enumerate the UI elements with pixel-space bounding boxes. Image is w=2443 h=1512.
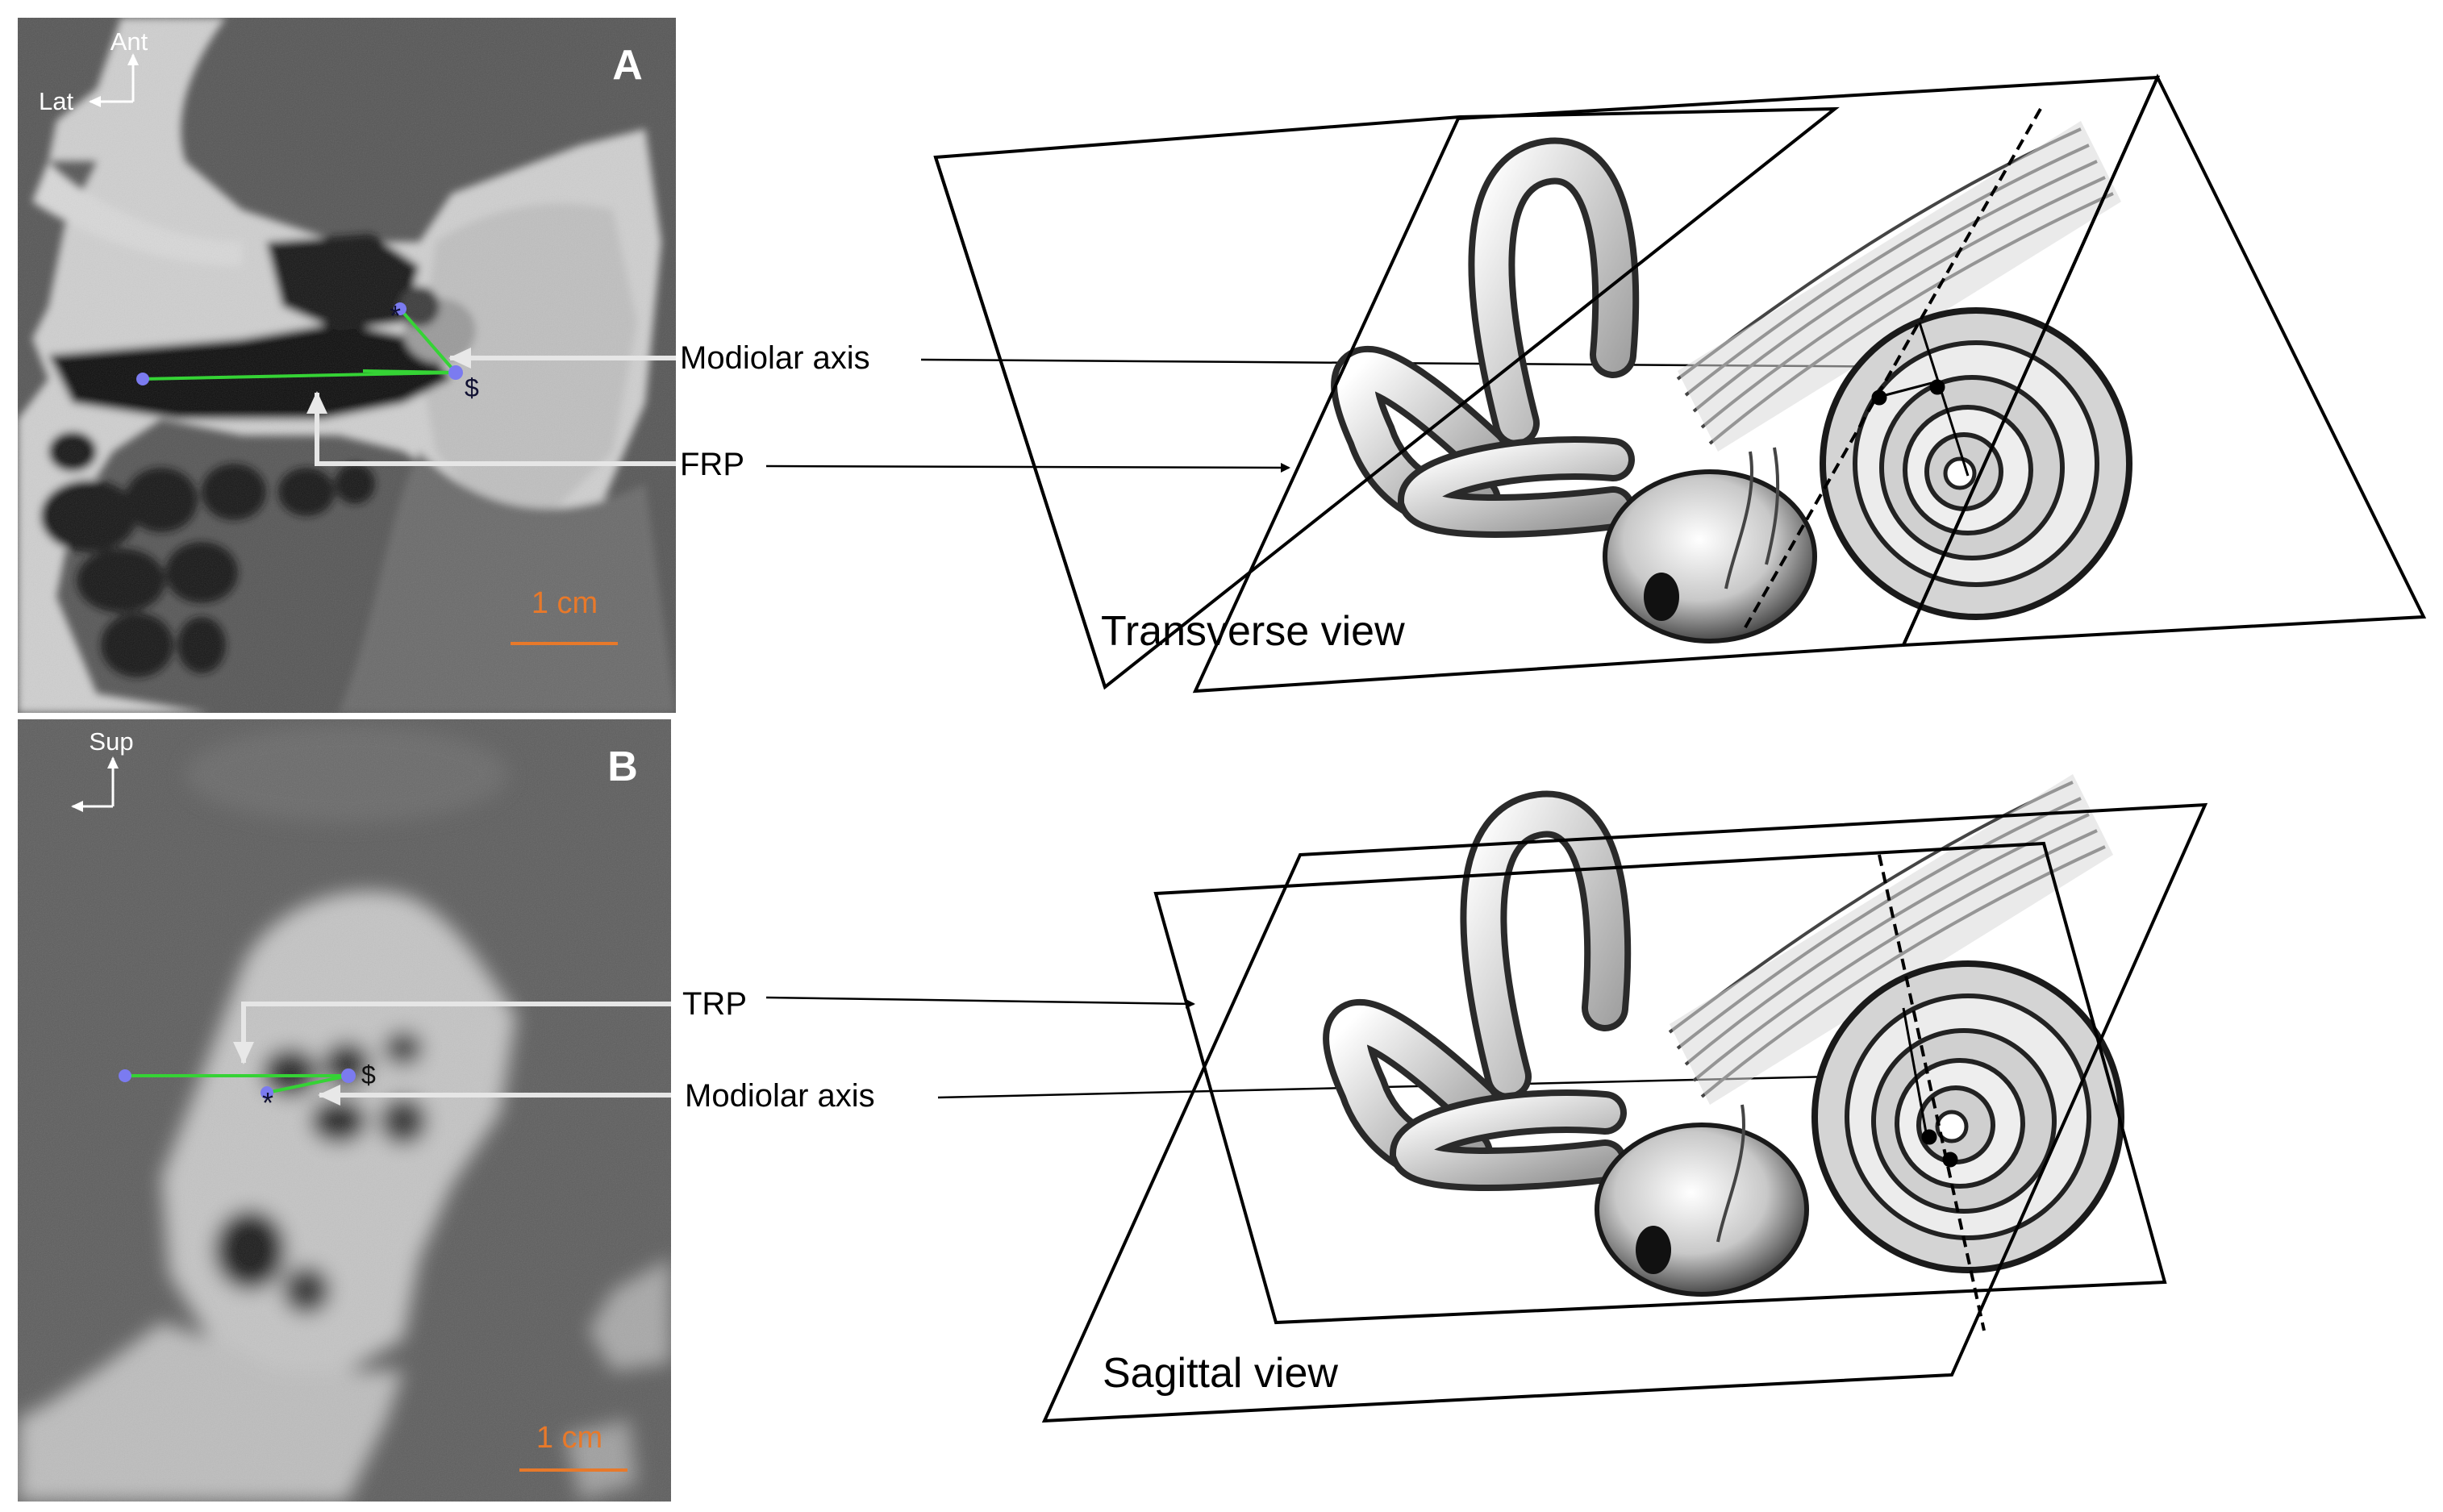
landmark-dot: [136, 373, 149, 385]
ct-panel-a: * $ Ant Lat A 1 cm: [18, 18, 676, 713]
scale-bar-label: 1 cm: [532, 586, 598, 620]
scale-bar-a: 1 cm: [511, 586, 618, 645]
landmark-star-label: *: [262, 1086, 273, 1119]
label-modiolar-axis-bottom: Modiolar axis: [685, 1078, 875, 1114]
sagittal-view-label: Sagittal view: [1103, 1350, 1338, 1397]
inner-ear-illustration-top: [1331, 121, 2132, 644]
trp-arrow-b: [233, 1002, 671, 1064]
orientation-indicator-a: Ant Lat: [39, 27, 148, 115]
scale-bar-label: 1 cm: [536, 1421, 602, 1455]
panel-letter-b: B: [607, 744, 638, 790]
ct-noise-b: [18, 719, 671, 1502]
landmark-dot: [341, 1068, 356, 1083]
inner-ear-illustration-bottom: [1323, 774, 2124, 1297]
ct-callout-arrows: [233, 348, 676, 1106]
vestibule: [1603, 469, 1817, 644]
transverse-plane: [933, 73, 2427, 694]
plane-outline-side: [1900, 73, 2427, 648]
cochlea-spiral: [1820, 307, 2132, 620]
scale-bar-b: 1 cm: [519, 1421, 627, 1472]
measurement-lines-b: * $: [119, 1060, 376, 1119]
plane-outline-front: [1153, 841, 2167, 1325]
ct-noise-a: [18, 18, 676, 713]
orientation-label-sup: Sup: [89, 727, 133, 756]
frp-arrow-a: [306, 391, 676, 466]
modiolar-axis-top: [1741, 108, 2042, 634]
landmark-dot: [394, 302, 406, 315]
orientation-indicator-b: Sup: [71, 727, 134, 812]
modiolar-axis-bottom: [1878, 854, 1986, 1331]
ct-panel-b: * $ Sup B 1 cm: [18, 719, 671, 1502]
measurement-lines-a: * $: [136, 299, 479, 402]
landmark-star-label: *: [390, 299, 401, 332]
callout-labels: Modiolar axis FRP TRP Modiolar axis: [680, 340, 875, 1114]
sagittal-plane: [1041, 802, 2208, 1423]
landmark-dollar-label: $: [361, 1060, 376, 1089]
landmark-dot: [261, 1086, 273, 1099]
landmark-dollar-label: $: [465, 373, 479, 402]
orientation-label-ant: Ant: [110, 27, 148, 56]
oval-window: [1644, 573, 1679, 621]
label-trp: TRP: [682, 986, 747, 1022]
transverse-view-label: Transverse view: [1101, 608, 1405, 655]
panel-letter-a: A: [612, 42, 643, 89]
label-frp: FRP: [680, 447, 744, 482]
landmark-dot: [119, 1069, 131, 1082]
landmark-dot: [448, 365, 463, 380]
label-modiolar-axis-top: Modiolar axis: [680, 340, 870, 376]
orientation-label-lat: Lat: [39, 87, 73, 115]
plane-outline-back: [1041, 802, 2208, 1423]
